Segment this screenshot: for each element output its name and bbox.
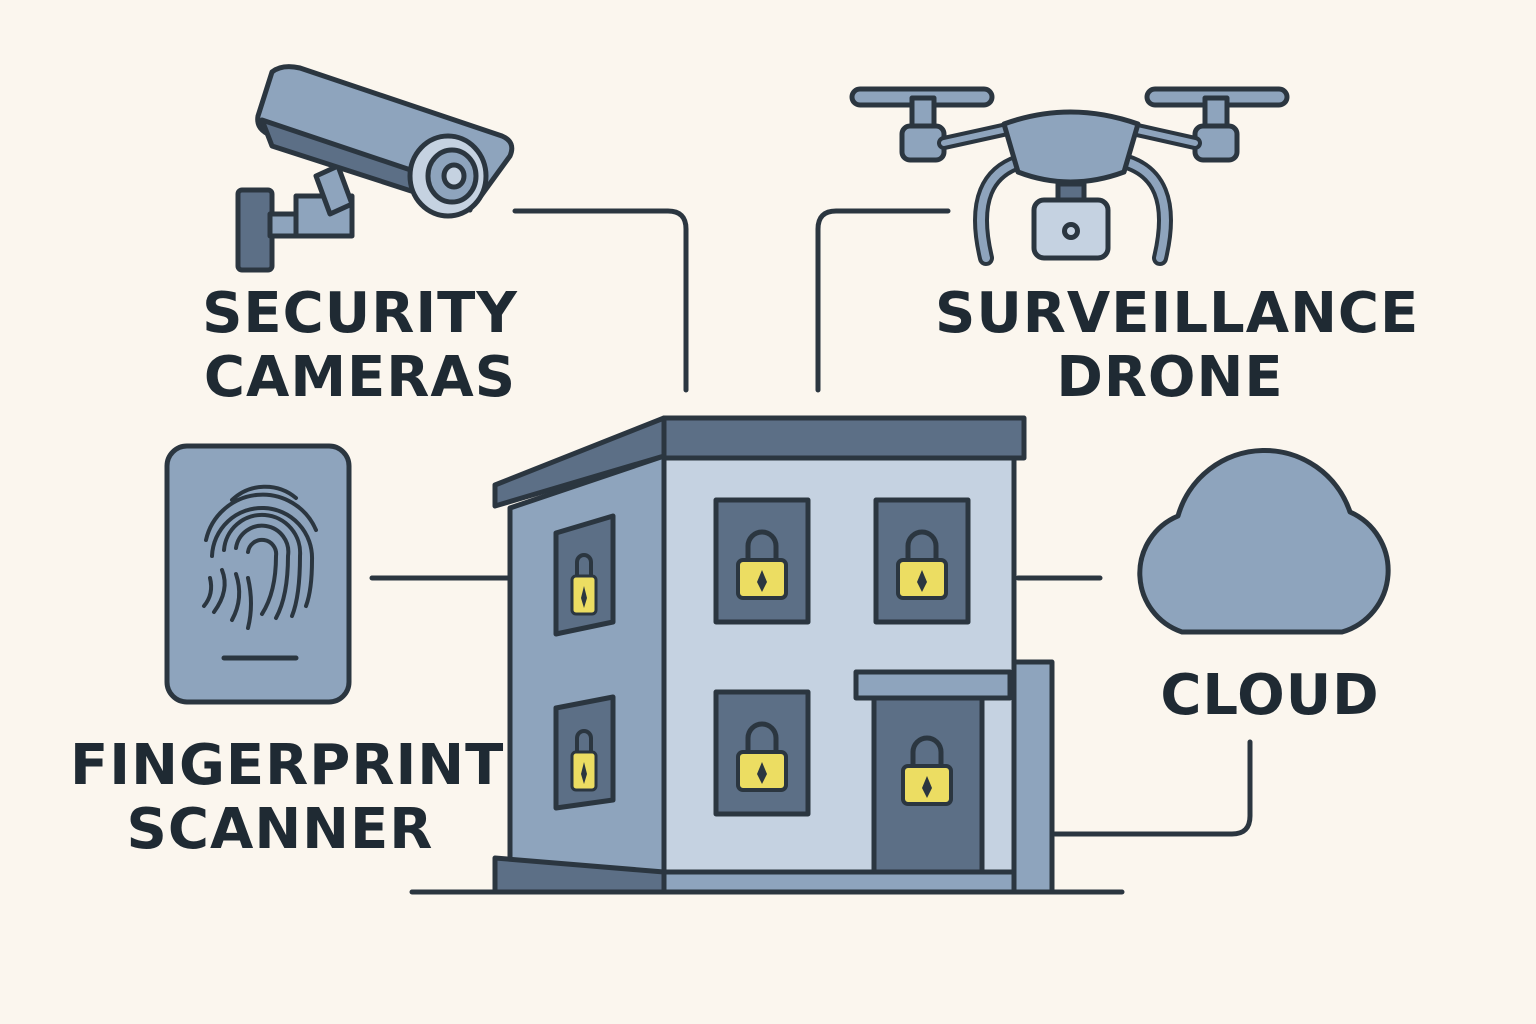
label-security-cameras: SECURITY CAMERAS	[190, 282, 530, 410]
cloud-icon	[1137, 447, 1391, 635]
connector-drone	[815, 208, 951, 393]
drone-icon	[849, 86, 1290, 266]
label-surveillance-drone-line-2: DRONE	[1056, 345, 1284, 410]
label-surveillance-drone-line-1: SURVEILLANCE	[935, 281, 1420, 346]
label-security-cameras-line-1: SECURITY	[202, 281, 518, 346]
label-cloud: CLOUD	[1160, 664, 1380, 728]
label-fingerprint-scanner-line-2: SCANNER	[126, 797, 434, 862]
label-cloud-line-1: CLOUD	[1160, 663, 1380, 728]
fingerprint-icon	[164, 443, 352, 705]
building-icon	[492, 415, 1055, 895]
label-security-cameras-line-2: CAMERAS	[203, 345, 517, 410]
label-fingerprint-scanner: FINGERPRINT SCANNER	[70, 733, 505, 862]
label-fingerprint-scanner-line-1: FINGERPRINT	[70, 733, 505, 798]
connector-camera	[512, 208, 689, 393]
label-surveillance-drone: SURVEILLANCE DRONE	[935, 281, 1420, 410]
connector-cloud-bottom	[1052, 739, 1253, 837]
security-camera-icon	[235, 64, 515, 273]
